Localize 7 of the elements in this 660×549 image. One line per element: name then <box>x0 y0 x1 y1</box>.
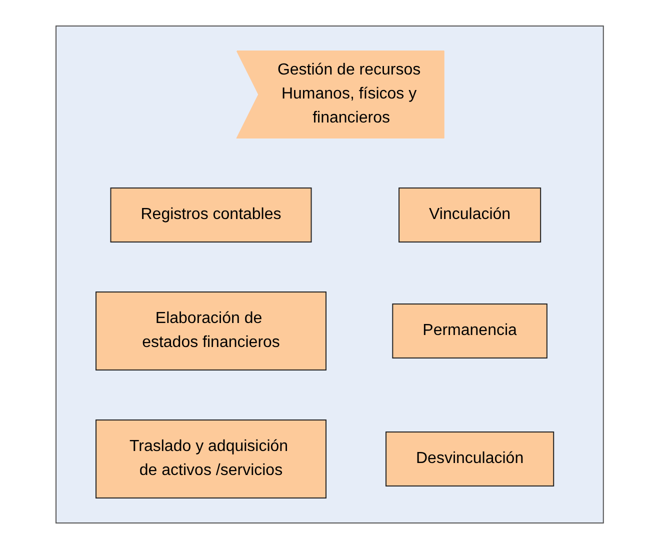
node-box: Vinculación <box>398 188 542 242</box>
cluster <box>56 26 604 524</box>
node-box: Traslado y adquisición de activos /servicios <box>96 420 327 498</box>
node-box: Permanencia <box>392 304 548 358</box>
node-box: Desvinculación <box>386 431 554 486</box>
node-box: Registros contables <box>110 188 312 242</box>
node-box: Elaboración de estados financieros <box>96 292 327 370</box>
